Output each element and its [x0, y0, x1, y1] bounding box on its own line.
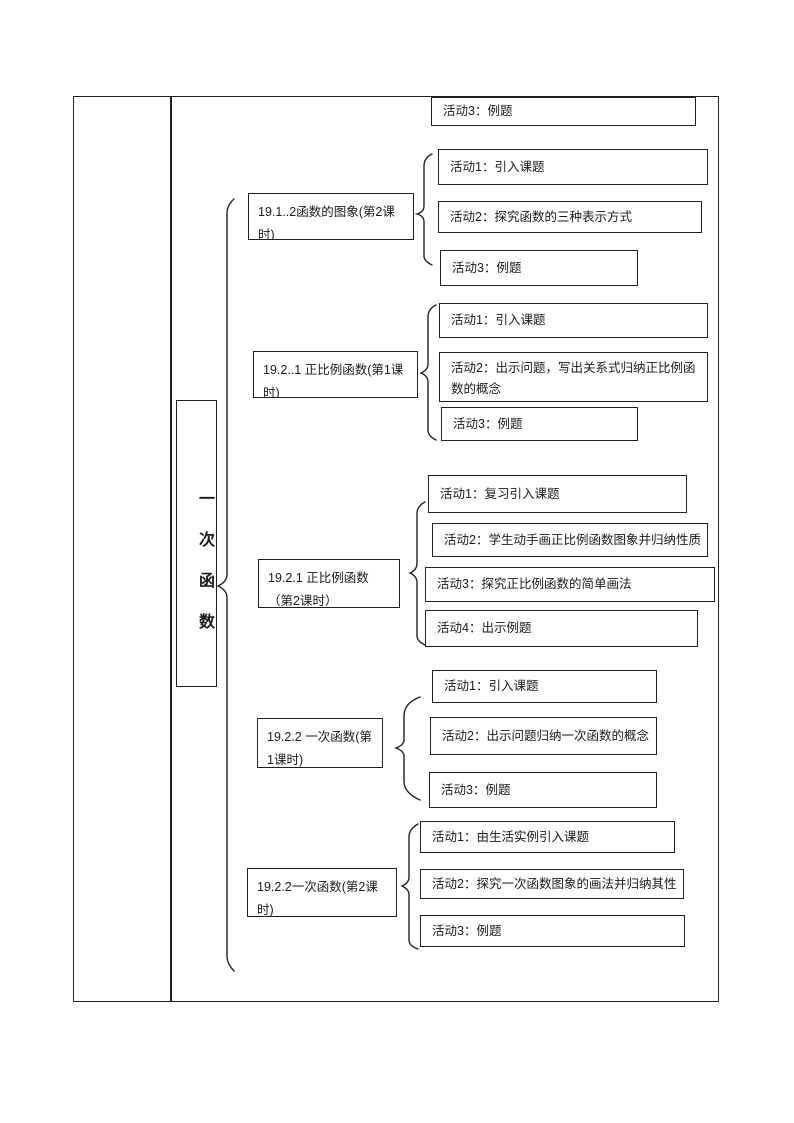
activity-box: 活动2：出示问题，写出关系式归纳正比例函数的概念 [439, 352, 708, 402]
activity-box: 活动3：例题 [429, 772, 657, 808]
page-table-border [73, 96, 719, 1002]
lesson-box: 19.1..2函数的图象(第2课时) [248, 193, 414, 240]
chapter-title-box: 一次函数 [176, 400, 217, 687]
activity-box: 活动3：例题 [431, 97, 696, 126]
activity-box: 活动3：探究正比例函数的简单画法 [425, 567, 715, 602]
activity-box: 活动3：例题 [420, 915, 685, 947]
lesson-box: 19.2.2一次函数(第2课时) [247, 868, 397, 917]
lesson-box: 19.2..1 正比例函数(第1课时) [253, 351, 418, 398]
activity-box: 活动4：出示例题 [425, 610, 698, 647]
table-column-divider [170, 96, 172, 1002]
activity-box: 活动1：引入课题 [432, 670, 657, 703]
activity-box: 活动2：探究一次函数图象的画法并归纳其性 [420, 869, 684, 899]
activity-box: 活动1：复习引入课题 [428, 475, 687, 513]
activity-box: 活动3：例题 [441, 407, 638, 441]
activity-box: 活动2：学生动手画正比例函数图象并归纳性质 [432, 523, 708, 557]
activity-box: 活动1：由生活实例引入课题 [420, 821, 675, 853]
activity-box: 活动2：探究函数的三种表示方式 [438, 201, 702, 233]
activity-box: 活动2：出示问题归纳一次函数的概念 [430, 717, 657, 755]
activity-box: 活动1：引入课题 [439, 303, 708, 338]
lesson-box: 19.2.1 正比例函数（第2课时） [258, 559, 400, 608]
activity-box: 活动1：引入课题 [438, 149, 708, 185]
lesson-box: 19.2.2 一次函数(第1课时) [257, 718, 383, 768]
activity-box: 活动3：例题 [440, 250, 638, 286]
